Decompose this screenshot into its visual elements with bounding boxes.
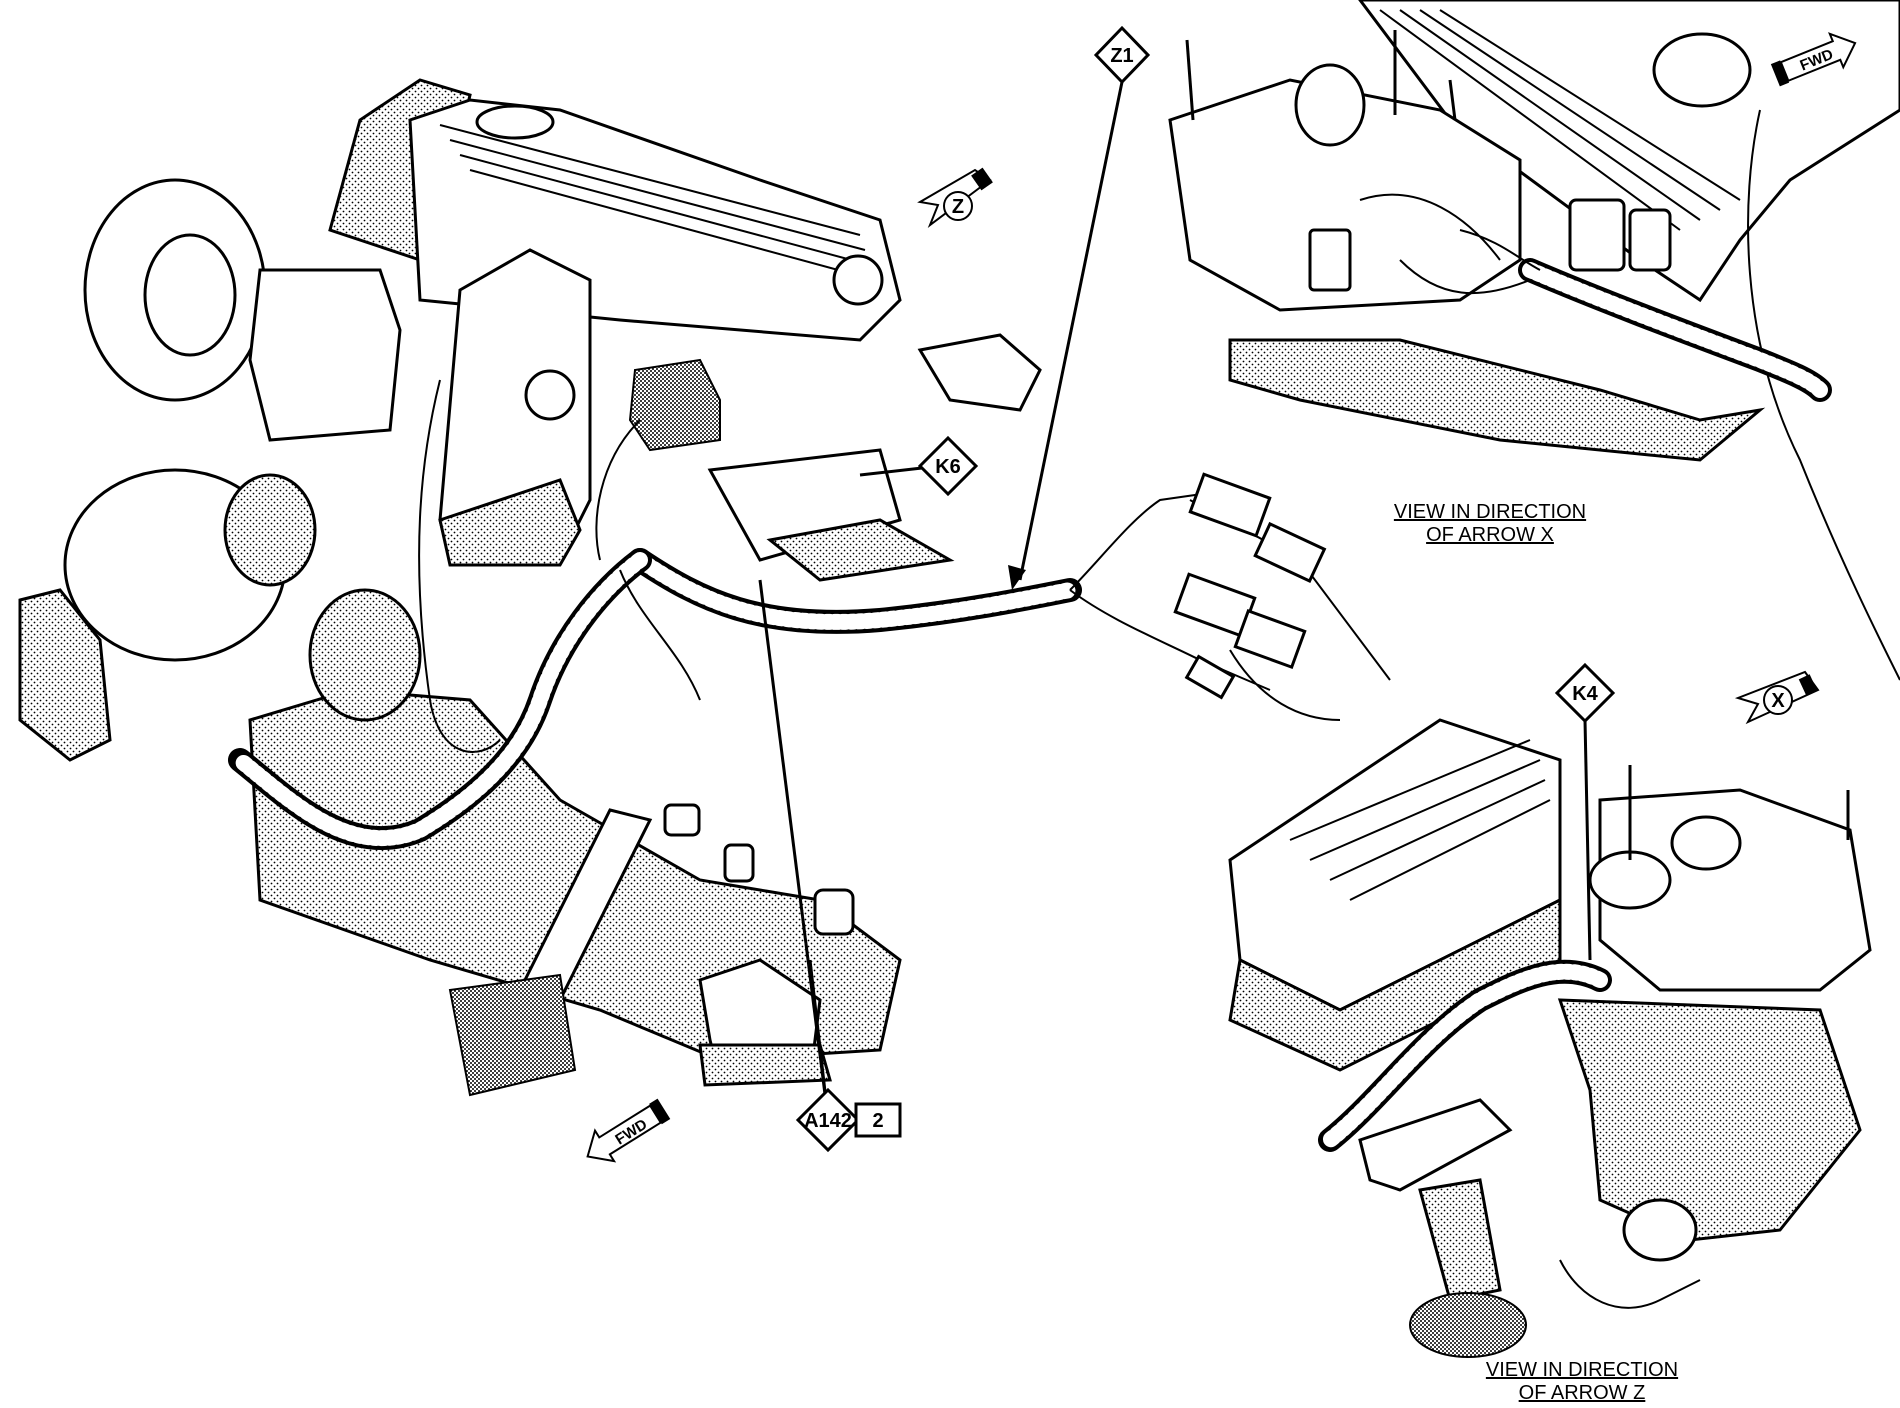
arrow-z-circle: [943, 191, 973, 221]
inset-x-stud-1: [1185, 39, 1195, 121]
harness-connector-5: [1184, 654, 1236, 700]
inset-x-head-ribs: [1379, 9, 1741, 231]
inset-x-wires: [1359, 193, 1541, 295]
arrow-x-indicator: X: [1734, 670, 1820, 725]
callout-a142-label: A142: [804, 1110, 852, 1132]
pedal-bracket-base: [698, 1043, 832, 1087]
harness-connectors: [1069, 472, 1391, 721]
inset-x-sensor: [1308, 228, 1352, 292]
oil-filter: [308, 588, 422, 722]
ignition-coil: [628, 358, 721, 452]
arrow-z-label: Z: [952, 196, 964, 218]
alternator-bracket: [18, 588, 112, 762]
inset-x-connector-2: [1628, 208, 1672, 272]
bolt-3: [663, 803, 701, 837]
k6-leader: [859, 466, 923, 477]
inset-x-stud-3: [1448, 79, 1457, 121]
k4-leader: [1583, 719, 1592, 961]
inset-z-vacuum-canister: [1409, 1292, 1527, 1358]
crank-pulley-hub: [143, 233, 237, 357]
inset-x-connector-1: [1568, 198, 1626, 272]
callout-z1-diamond: [1093, 25, 1151, 85]
bolt-2: [813, 888, 855, 936]
inset-x-harness-texture: [1522, 262, 1828, 398]
callout-k4: K4: [1554, 662, 1616, 724]
inset-x-throttle-cap: [1294, 63, 1366, 147]
z1-leader: [1018, 81, 1124, 581]
inset-z-valve-ribs: [1289, 739, 1551, 901]
callout-a142-box: [854, 1102, 902, 1138]
inset-z-intake-manifold: [1557, 998, 1862, 1242]
inset-z-sensor-wire: [1559, 1259, 1701, 1309]
caption-view-z-line2: OF ARROW Z: [1519, 1382, 1646, 1404]
fwd-arrow-main-tail: [649, 1098, 671, 1125]
distributor: [248, 268, 402, 442]
callout-k4-diamond: [1554, 662, 1616, 724]
inset-view-arrow-z: VIEW IN DIRECTION OF ARROW Z: [1228, 718, 1872, 1404]
callout-a142-diamond: [795, 1087, 861, 1153]
caption-view-z-line1: VIEW IN DIRECTION: [1486, 1359, 1678, 1381]
fwd-arrow-inset-tail: [1770, 60, 1790, 87]
caption-view-x-line2: OF ARROW X: [1426, 524, 1554, 546]
fwd-arrow-main: FWD: [586, 1098, 671, 1163]
sensor-wire-left: [418, 379, 501, 753]
inset-x-filler-cap: [1652, 32, 1752, 108]
inset-z-wire-loom-texture: [1322, 963, 1608, 1148]
inset-view-arrow-x: VIEW IN DIRECTION OF ARROW X: [1168, 0, 1900, 681]
alternator-face: [223, 473, 317, 587]
oil-filler-cap: [475, 104, 555, 140]
bolt-1: [723, 843, 755, 883]
inset-z-port: [1588, 850, 1672, 910]
callout-k4-label: K4: [1572, 683, 1598, 705]
callout-a142-number: 2: [872, 1110, 883, 1132]
inset-z-manifold-port: [1622, 1198, 1698, 1262]
arrow-x-circle: [1763, 685, 1793, 715]
fwd-arrow-inset: FWD: [1770, 32, 1857, 87]
inset-x-manifold: [1228, 338, 1766, 462]
callout-k6-diamond: [917, 435, 979, 497]
inset-z-throttle-body: [1598, 788, 1872, 992]
callout-z1-label: Z1: [1110, 45, 1133, 67]
callout-k6-label: K6: [935, 456, 961, 478]
pedal-pad: [448, 973, 577, 1097]
map-sensor: [917, 333, 1042, 412]
harness-branch-up: [595, 419, 701, 701]
inset-z-throttle-cap: [1670, 815, 1742, 871]
connector-branch-wires: [1069, 489, 1391, 721]
exhaust-shadow: [766, 518, 955, 582]
inset-z-bracket: [1358, 1098, 1513, 1192]
arrow-z-indicator: Z: [917, 167, 993, 228]
harness-branch-left-texture: [232, 552, 648, 847]
inset-z-actuator: [1418, 1178, 1502, 1302]
clutch-pedal-assembly: [448, 808, 832, 1097]
coolant-outlet: [524, 369, 576, 421]
main-harness-texture: [632, 552, 1078, 630]
valve-cover-plug: [832, 254, 884, 306]
arrow-z-tail: [971, 167, 993, 191]
harness-connector-2: [1253, 521, 1327, 583]
z1-leader-arrowhead: [1008, 565, 1026, 590]
callout-k6: K6: [917, 435, 979, 497]
caption-view-x-line1: VIEW IN DIRECTION: [1394, 501, 1586, 523]
main-engine-view: [18, 78, 1391, 1097]
throttle-body-base: [438, 478, 582, 567]
arrow-x-label: X: [1771, 690, 1785, 712]
inset-x-firewall: [1747, 109, 1900, 681]
harness-connector-4: [1233, 608, 1307, 670]
valve-cover-ribs: [439, 124, 876, 281]
callout-a142: A142 2: [795, 1087, 902, 1153]
callout-z1: Z1: [1093, 25, 1151, 85]
arrow-x-tail: [1798, 674, 1818, 696]
harness-connector-1: [1188, 472, 1272, 538]
